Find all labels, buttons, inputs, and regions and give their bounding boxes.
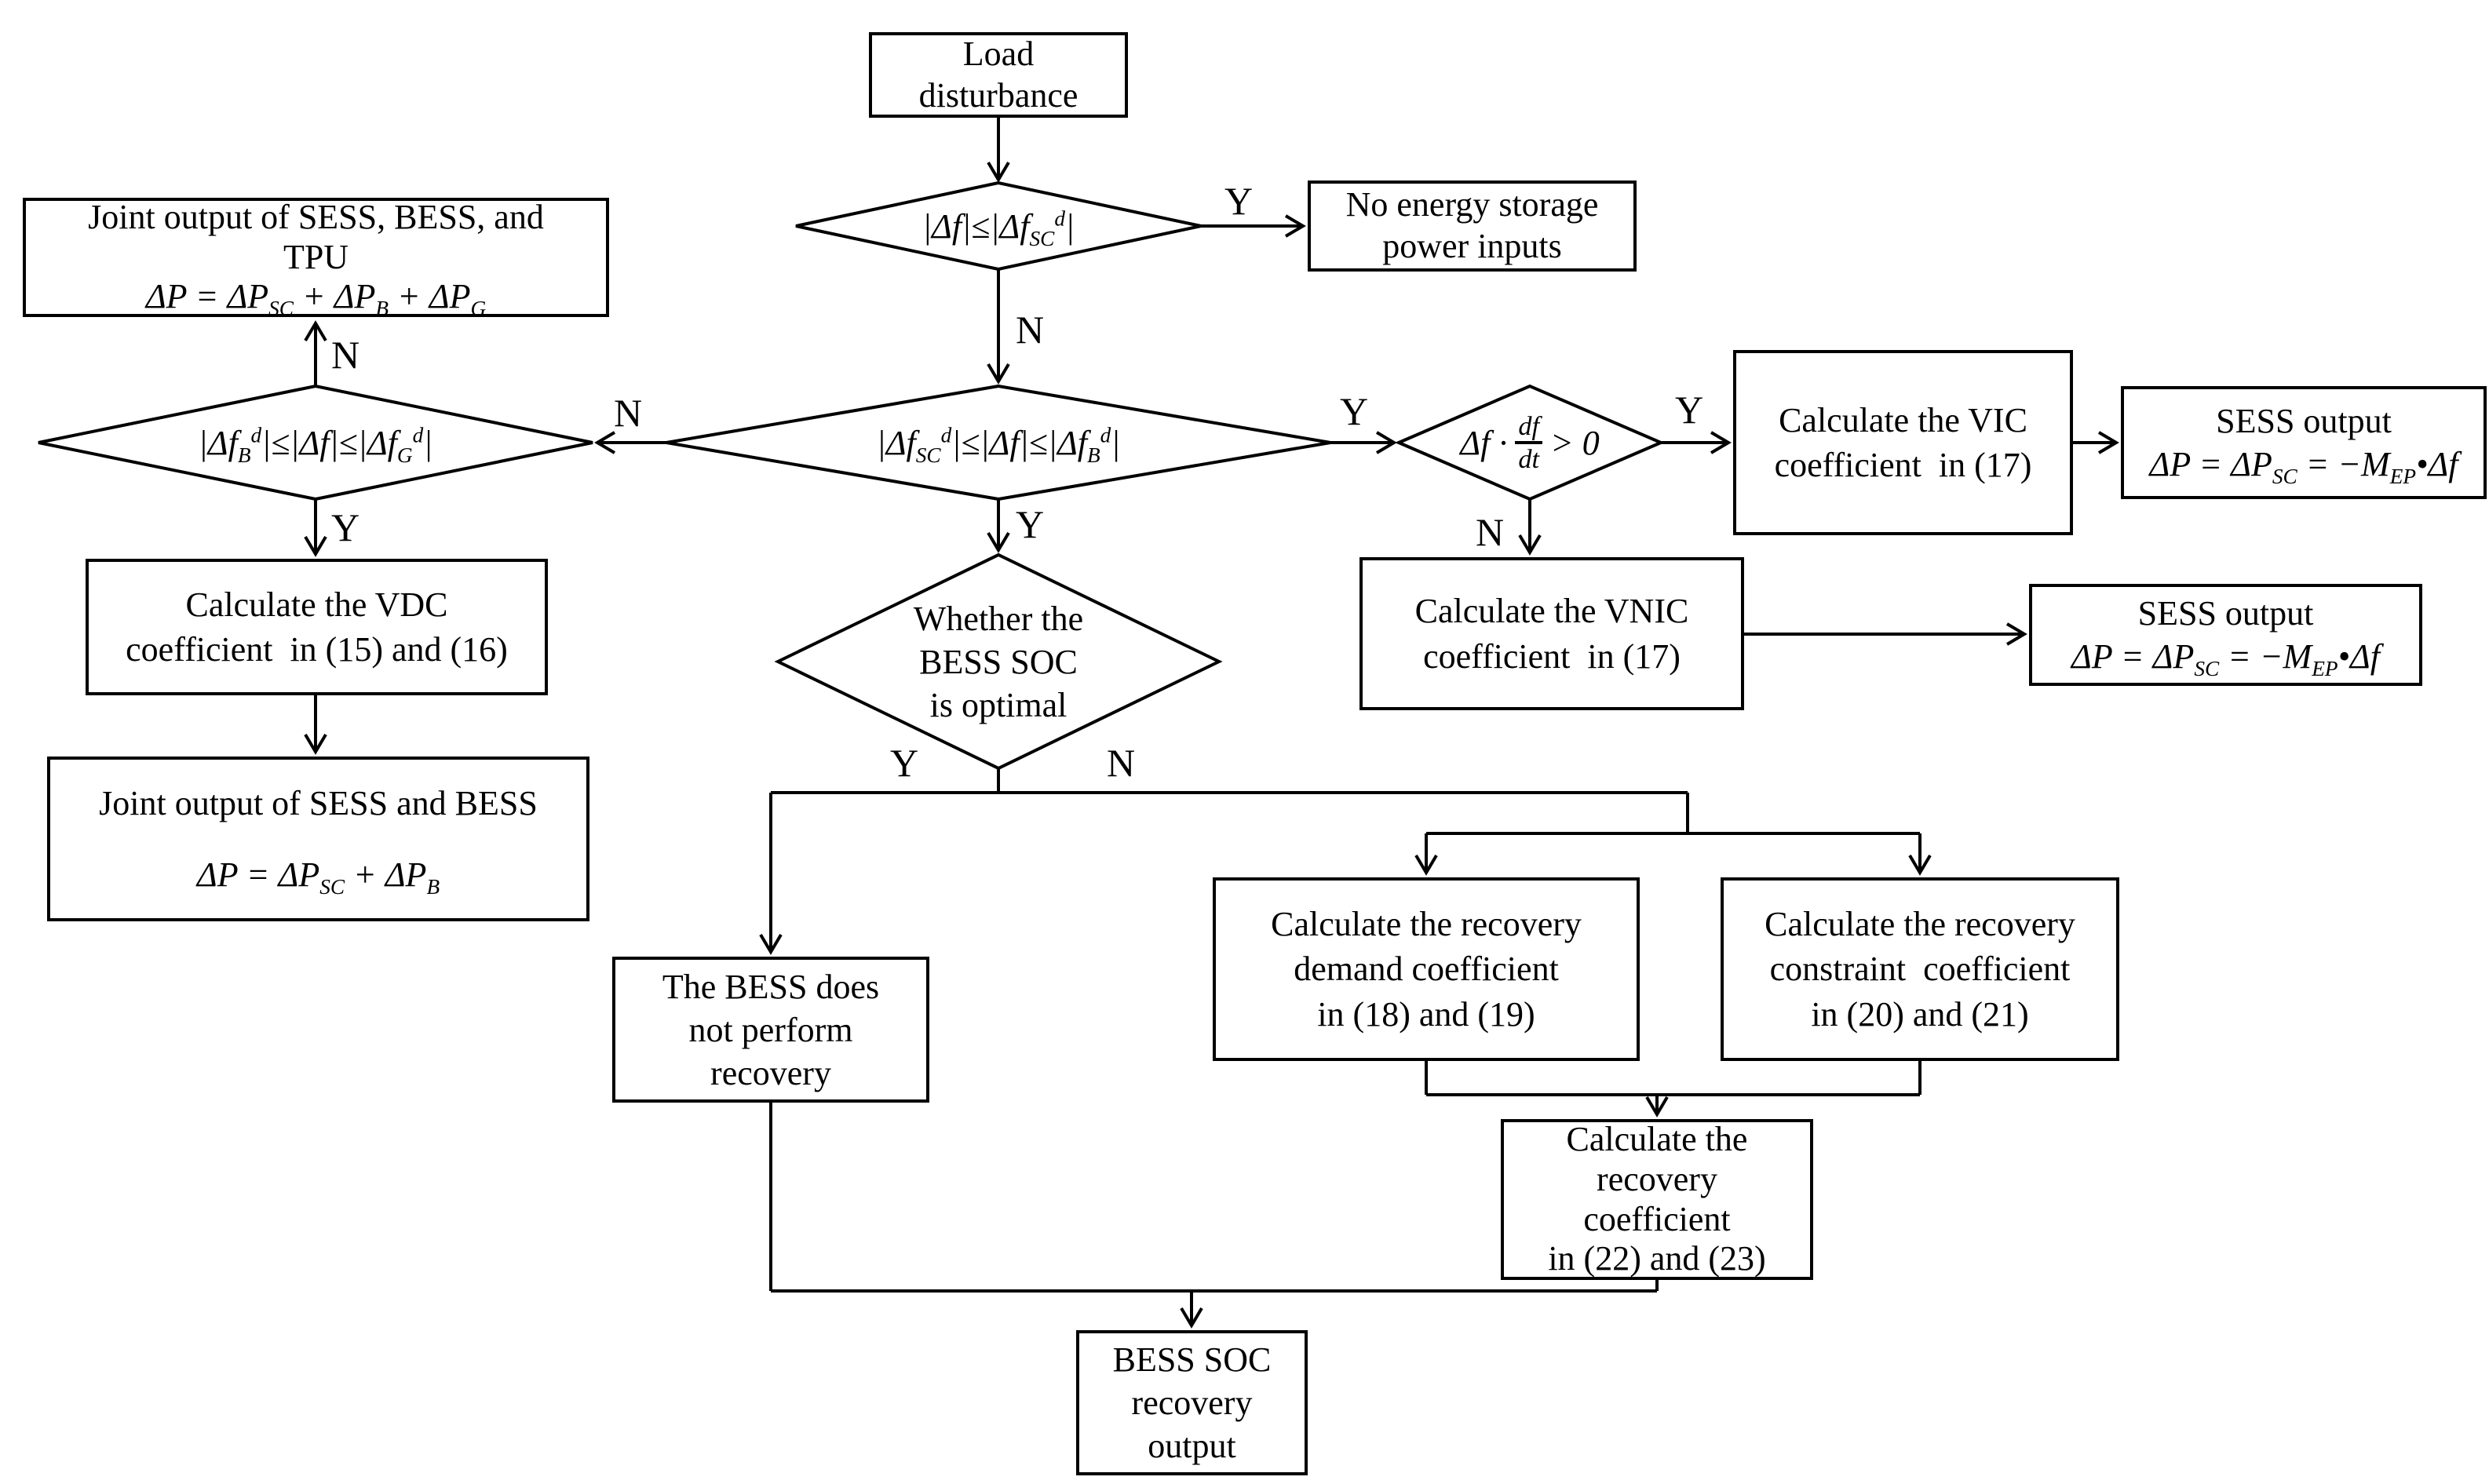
node-joint-output-tpu: Joint output of SESS, BESS, and TPU ΔP =… <box>23 198 609 321</box>
branch-label-d2-yes: Y <box>330 505 360 549</box>
branch-label-d1-yes: Y <box>1224 179 1254 223</box>
node-calc-vdc: Calculate the VDC coefficient in (15) an… <box>86 559 548 695</box>
branch-label-d4-no: N <box>1475 510 1505 554</box>
node-calc-recovery-coeff: Calculate the recovery coefficient in (2… <box>1501 1119 1813 1280</box>
node-sess-output-vic: SESS output ΔP = ΔPSC = −MEP•Δf <box>2121 386 2487 499</box>
decision-bess-soc-optimal-label: Whether the BESS SOC is optimal <box>913 599 1084 724</box>
node-calc-vnic: Calculate the VNIC coefficient in (17) <box>1359 557 1744 710</box>
decision-freq-within-sc-shape <box>795 180 1202 272</box>
df-dfdt-suffix: > 0 <box>1550 423 1600 462</box>
node-calc-vic: Calculate the VIC coefficient in (17) <box>1733 350 2073 535</box>
decision-freq-b-to-g-shape <box>38 384 593 501</box>
decision-freq-within-sc-label: |Δf|≤|ΔfSCd| <box>922 206 1075 250</box>
node-bess-soc-recovery-output: BESS SOC recovery output <box>1076 1330 1308 1475</box>
decision-freq-sc-to-b-shape <box>666 384 1331 501</box>
branch-label-d3-yes-right: Y <box>1339 389 1369 433</box>
node-no-energy-storage: No energy storage power inputs <box>1308 180 1637 272</box>
branch-label-d1-no: N <box>1015 308 1045 352</box>
joint-output-tpu-formula: ΔP = ΔPSC + ΔPB + ΔPG <box>145 277 487 321</box>
node-bess-no-recovery: The BESS does not perform recovery <box>612 957 929 1103</box>
branch-label-d3-yes-down: Y <box>1015 502 1045 546</box>
joint-output-sess-bess-formula: ΔP = ΔPSC + ΔPB <box>196 855 440 899</box>
node-joint-output-sess-bess: Joint output of SESS and BESS ΔP = ΔPSC … <box>47 757 589 921</box>
node-calc-recovery-demand: Calculate the recovery demand coefficien… <box>1213 877 1640 1061</box>
branch-label-d2-no: N <box>330 333 360 377</box>
decision-df-dfdt-label: Δf · df dt > 0 <box>1399 386 1661 499</box>
node-sess-output-vnic: SESS output ΔP = ΔPSC = −MEP•Δf <box>2029 584 2422 686</box>
branch-label-d4-yes: Y <box>1674 388 1704 432</box>
decision-freq-b-to-g-label: |ΔfBd|≤|Δf|≤|ΔfGd| <box>198 422 433 467</box>
sess-output-vnic-formula: ΔP = ΔPSC = −MEP•Δf <box>2071 637 2380 680</box>
node-calc-recovery-constraint: Calculate the recovery constraint coeffi… <box>1721 877 2119 1061</box>
df-dfdt-prefix: Δf · <box>1460 423 1508 462</box>
node-load-disturbance: Load disturbance <box>869 32 1128 118</box>
decision-freq-sc-to-b-label: |ΔfSCd|≤|Δf|≤|ΔfBd| <box>876 422 1121 467</box>
df-dt-fraction: df dt <box>1515 411 1543 475</box>
branch-label-d5-yes: Y <box>889 741 919 785</box>
branch-label-d5-no: N <box>1106 741 1136 785</box>
sess-output-vic-formula: ΔP = ΔPSC = −MEP•Δf <box>2149 445 2458 488</box>
branch-label-d3-no: N <box>613 391 643 435</box>
decision-bess-soc-optimal-shape <box>774 552 1223 771</box>
